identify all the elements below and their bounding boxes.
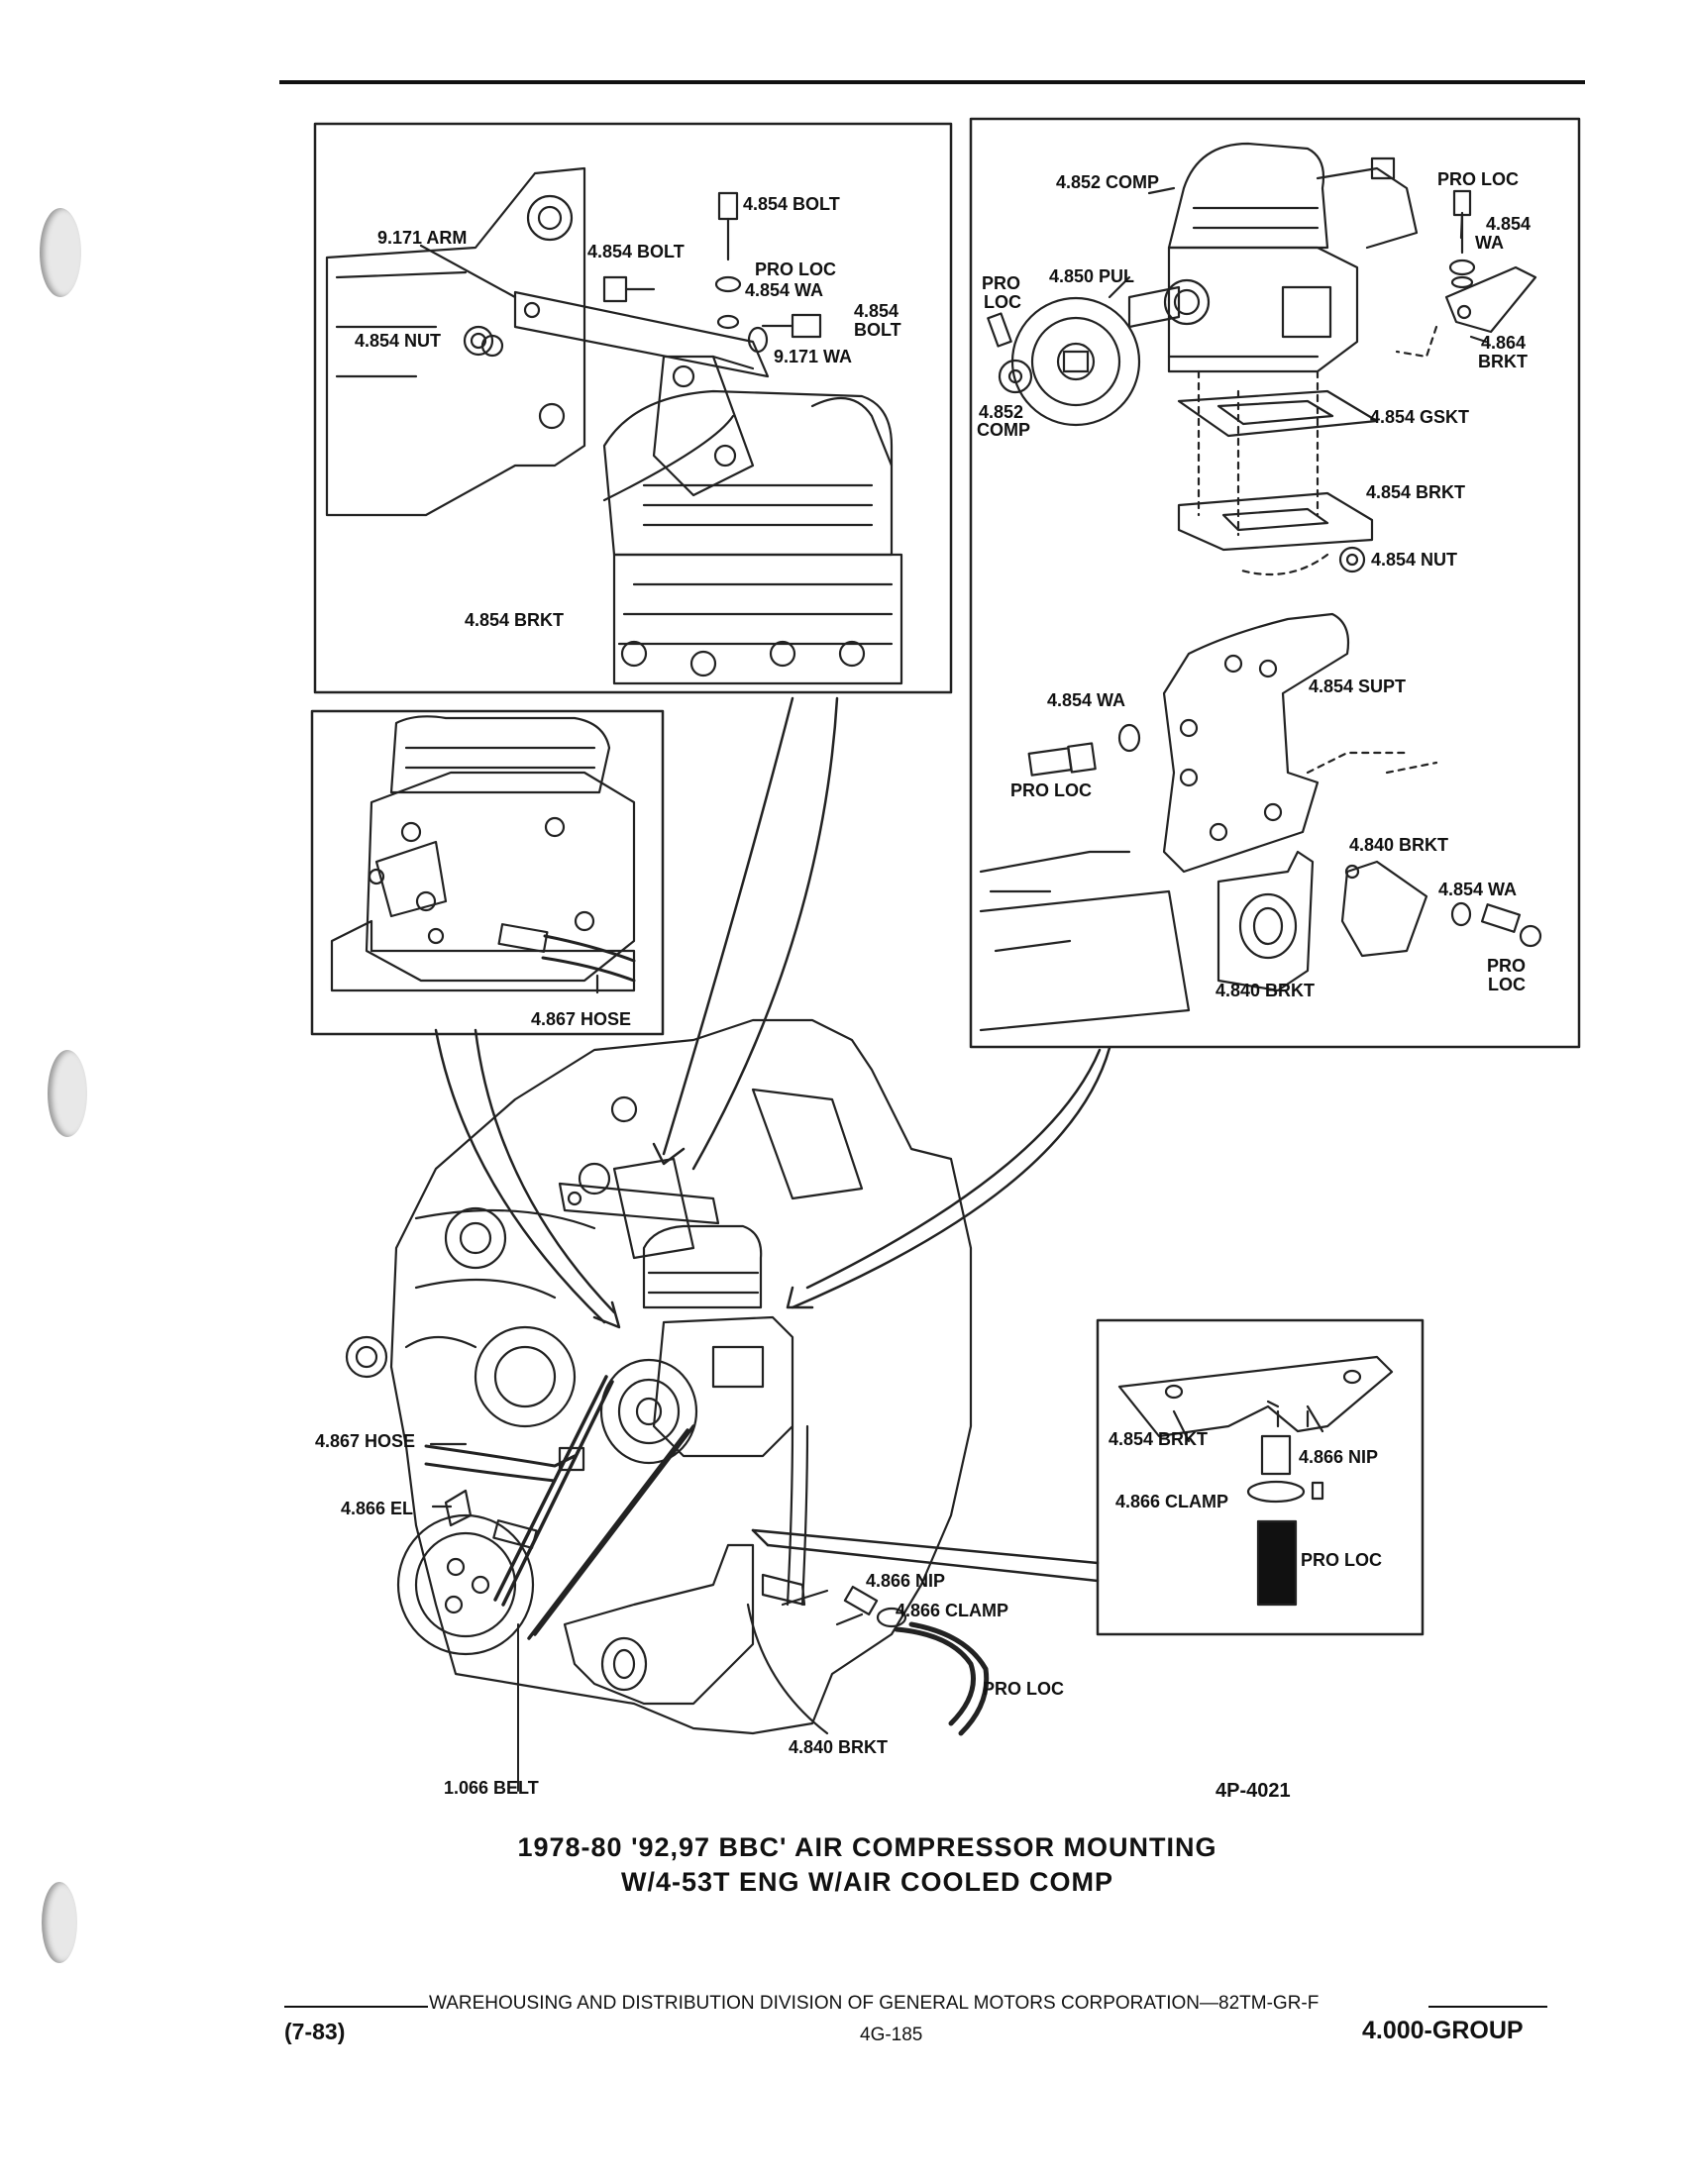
hose-fitting-illustration [330, 715, 636, 992]
caption-line-1: 1978-80 '92,97 BBC' AIR COMPRESSOR MOUNT… [517, 1832, 1217, 1862]
footer-page-number: 4G-185 [860, 2025, 923, 2045]
label-tl-brkt: 4.854 BRKT [465, 610, 565, 630]
engine-assembly-illustration [345, 1018, 990, 1736]
label-tr-pro-loc-left-2: LOC [984, 292, 1021, 312]
label-tr-supt: 4.854 SUPT [1309, 676, 1407, 696]
inset-frame-top-right [969, 117, 1581, 1049]
arrow-top-left-to-compressor [662, 696, 794, 1156]
label-tr-brkt-1: 4.864 [1481, 333, 1527, 353]
footer-date-code: (7-83) [284, 2019, 346, 2044]
footer-group: 4.000-GROUP [1362, 2017, 1524, 2044]
label-main-hose: 4.867 HOSE [315, 1431, 416, 1451]
label-tr-wa3: 4.854 WA [1438, 880, 1518, 899]
label-tr-brkt4: 4.840 BRKT [1215, 981, 1316, 1000]
label-tl-bolt-right-1: 4.854 [854, 301, 899, 321]
label-main-pro-loc: PRO LOC [983, 1679, 1065, 1699]
label-br-nip: 4.866 NIP [1299, 1447, 1379, 1467]
footer-rule-right [1428, 2006, 1547, 2008]
label-ml-hose: 4.867 HOSE [531, 1009, 632, 1029]
label-tr-pro-loc-right: PRO LOC [1437, 169, 1520, 189]
inset-frame-top-left [313, 122, 953, 694]
footer-rule-left [284, 2006, 428, 2008]
label-tl-pro-loc: PRO LOC [755, 260, 837, 279]
label-tl-nut: 4.854 NUT [355, 331, 442, 351]
inset-frame-middle-left [310, 709, 665, 1036]
label-tr-wa2: 4.854 WA [1047, 690, 1126, 710]
label-tr-pro-loc-left-1: PRO [982, 273, 1021, 293]
label-tr-wa-1: 4.854 [1486, 214, 1532, 234]
label-tr-brkt2: 4.854 BRKT [1366, 482, 1466, 502]
label-tl-wa: 4.854 WA [745, 280, 824, 300]
label-br-pro-loc: PRO LOC [1301, 1550, 1383, 1570]
label-tr-brkt3: 4.840 BRKT [1349, 835, 1449, 855]
label-tr-pro-loc-br-1: PRO [1487, 956, 1527, 976]
label-tl-bolt-right-2: BOLT [854, 320, 901, 340]
arrow-hose-inset-to-engine [434, 1028, 606, 1324]
label-tl-arm: 9.171 ARM [377, 228, 468, 248]
caption-line-2: W/4-53T ENG W/AIR COOLED COMP [620, 1867, 1114, 1897]
label-main-brkt: 4.840 BRKT [789, 1737, 889, 1757]
arrow-bottom-right-to-bracket [751, 1528, 1100, 1565]
footer-division: WAREHOUSING AND DISTRIBUTION DIVISION OF… [429, 1993, 1320, 2014]
label-tr-gskt: 4.854 GSKT [1370, 407, 1470, 427]
label-tr-brkt-2: BRKT [1478, 352, 1528, 371]
arrow-top-right-to-compressor [791, 1046, 1111, 1309]
label-tl-wa2: 9.171 WA [774, 347, 853, 366]
arm-bracket-assembly-illustration [325, 166, 903, 685]
label-tl-bolt-left: 4.854 BOLT [587, 242, 685, 261]
label-tr-comp-small-2: COMP [977, 420, 1030, 440]
label-main-clamp: 4.866 CLAMP [896, 1601, 1009, 1620]
label-tr-pro-loc-mid: PRO LOC [1010, 780, 1093, 800]
label-tr-nut: 4.854 NUT [1371, 550, 1458, 570]
label-main-nip: 4.866 NIP [866, 1571, 946, 1591]
label-tr-comp-small-1: 4.852 [979, 402, 1024, 422]
label-tr-pro-loc-br-2: LOC [1488, 975, 1526, 994]
label-main-el: 4.866 EL [341, 1499, 414, 1518]
label-tr-pul: 4.850 PUL [1049, 266, 1135, 286]
inset-frame-bottom-right [1096, 1318, 1425, 1636]
figure-id: 4P-4021 [1215, 1780, 1291, 1802]
label-tl-bolt-top: 4.854 BOLT [743, 194, 840, 214]
label-main-belt: 1.066 BELT [444, 1778, 539, 1798]
binder-hole-middle [48, 1050, 87, 1137]
binder-hole-top [40, 208, 81, 297]
nipple-clamp-illustration [1117, 1355, 1394, 1607]
label-tr-wa-2: WA [1475, 233, 1504, 253]
label-tr-comp: 4.852 COMP [1056, 172, 1160, 192]
top-rule [279, 80, 1585, 84]
binder-hole-bottom [42, 1882, 77, 1963]
label-br-brkt: 4.854 BRKT [1109, 1429, 1209, 1449]
label-br-clamp: 4.866 CLAMP [1115, 1492, 1229, 1511]
